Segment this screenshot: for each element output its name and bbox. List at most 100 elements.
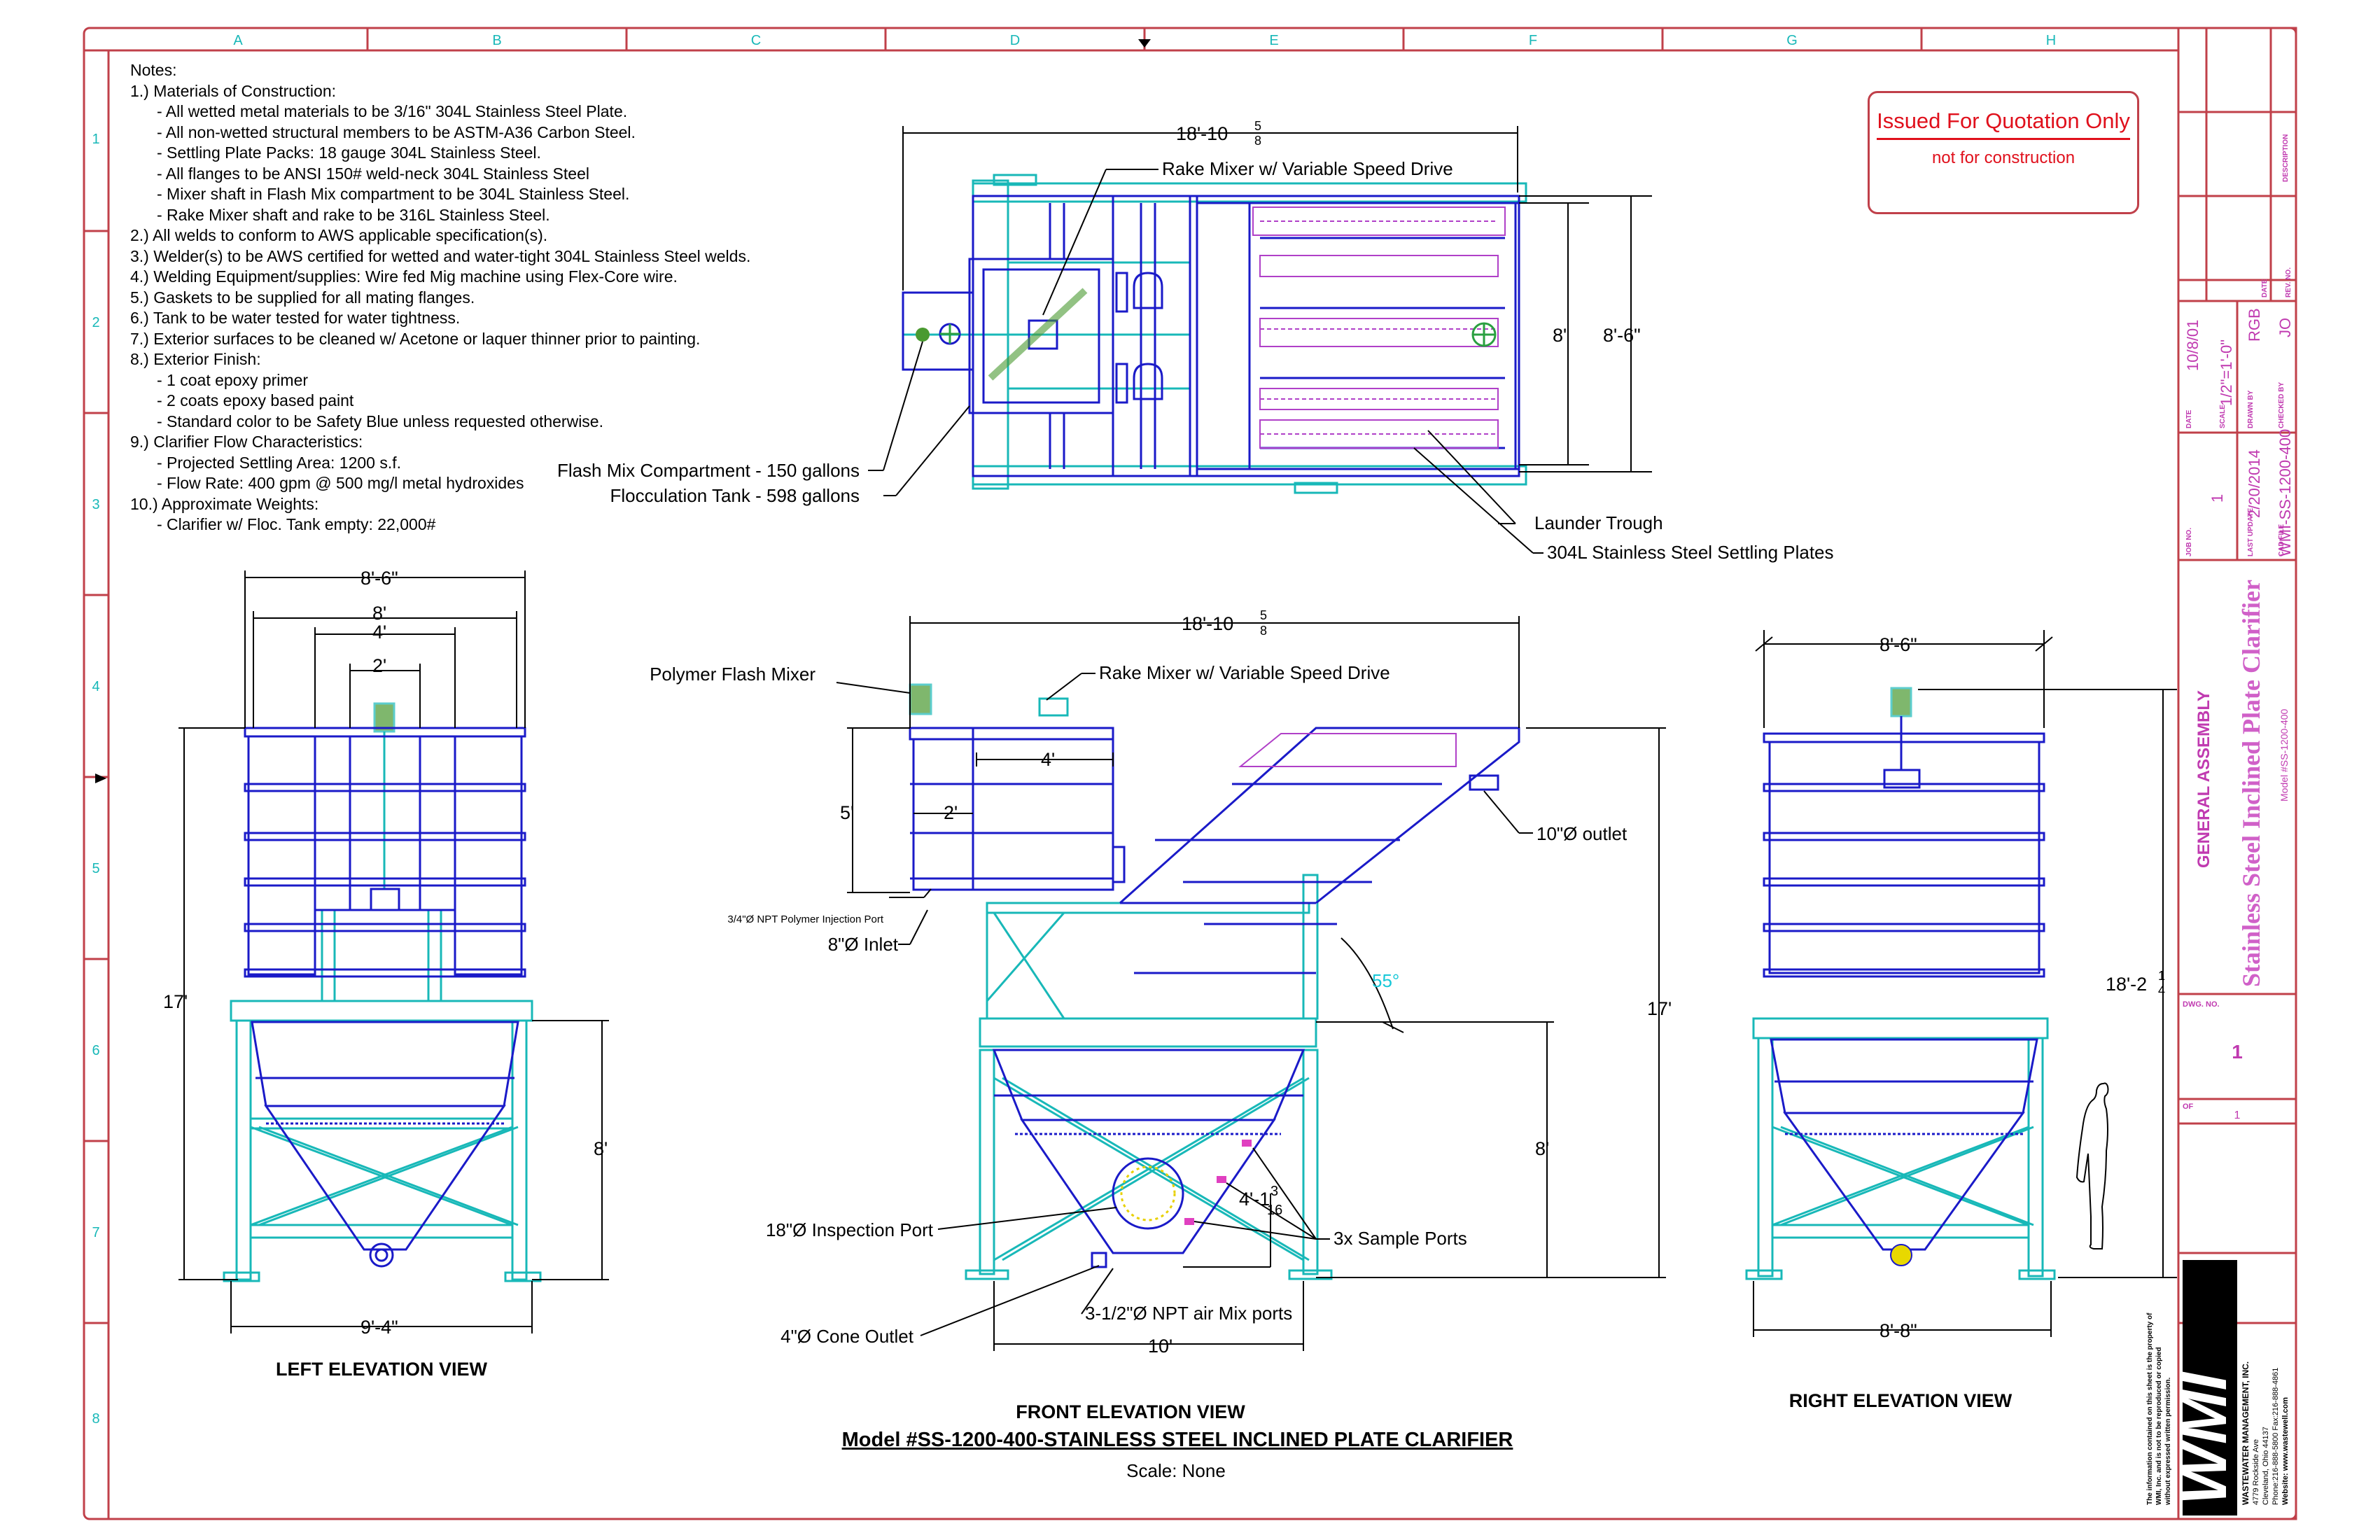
grid-row-label: 8 <box>92 1411 99 1427</box>
grid-col-label: B <box>492 33 501 48</box>
product-title: Stainless Steel Inclined Plate Clarifier <box>2237 580 2265 987</box>
left-width-8-dim: 8' <box>372 603 386 624</box>
note-line: 1.) Materials of Construction: <box>130 81 337 100</box>
right-frame <box>1745 687 2056 1280</box>
left-dimensions <box>178 570 609 1334</box>
of-label: OF <box>2183 1102 2194 1111</box>
note-line: 6.) Tank to be water tested for water ti… <box>130 309 461 327</box>
air-mix-ports-label: 3-1/2"Ø NPT air Mix ports <box>1085 1303 1292 1324</box>
note-line: - All wetted metal materials to be 3/16"… <box>157 102 628 120</box>
right-height-fraction-num: 1 <box>2158 969 2165 983</box>
front-height-dim: 17' <box>1647 998 1672 1019</box>
plan-launder-label: Launder Trough <box>1534 512 1663 533</box>
left-base-dim: 9'-4" <box>360 1317 398 1338</box>
grid-row-label: 3 <box>92 497 99 512</box>
plan-settling-plates <box>1252 206 1506 449</box>
right-view-title: RIGHT ELEVATION VIEW <box>1789 1390 2012 1411</box>
outlet-label: 10"Ø outlet <box>1536 823 1628 844</box>
general-notes: Notes: 1.) Materials of Construction: - … <box>130 60 830 536</box>
job-no-label: JOB NO. <box>2185 528 2193 556</box>
plan-floc-tank-label: Flocculation Tank - 598 gallons <box>610 485 860 506</box>
right-top-width-dim: 8'-6" <box>1879 634 1917 655</box>
front-width-4-dim: 4' <box>1041 749 1055 770</box>
front-dimensions <box>836 616 1666 1351</box>
polymer-port-label: 3/4"Ø NPT Polymer Injection Port <box>727 913 883 925</box>
job-no-value: 1 <box>2208 494 2226 503</box>
note-line: - Clarifier w/ Floc. Tank empty: 22,000# <box>157 515 436 533</box>
cone-outlet-label: 4"Ø Cone Outlet <box>780 1326 914 1347</box>
company-logo: WMI WASTEWATER MANAGEMENT, INC. 4779 Roc… <box>2146 1260 2290 1516</box>
note-line: 5.) Gaskets to be supplied for all matin… <box>130 288 475 307</box>
scale-value: 1/2"=1'-0" <box>2218 340 2235 406</box>
grid-col-label: E <box>1269 33 1278 48</box>
front-length-fraction-num: 5 <box>1260 608 1267 622</box>
right-height-dim: 18'-2 <box>2106 974 2147 995</box>
note-line: - Standard color to be Safety Blue unles… <box>157 412 603 430</box>
plan-length-fraction-num: 5 <box>1254 119 1261 133</box>
plan-mixer <box>916 288 1497 381</box>
sample-port-icon <box>1184 1218 1194 1225</box>
front-launder <box>1238 733 1457 767</box>
checked-by-label: CHECKED BY <box>2278 382 2286 428</box>
note-line: 7.) Exterior surfaces to be cleaned w/ A… <box>130 329 701 348</box>
sample-port-icon <box>1242 1140 1252 1147</box>
date-label: DATE <box>2185 410 2193 428</box>
title-block <box>2178 28 2296 1324</box>
sample-ports-label: 3x Sample Ports <box>1334 1228 1467 1249</box>
plan-dimensions <box>868 126 1652 554</box>
stamp-title: Issued For Quotation Only <box>1877 108 2130 140</box>
inlet-label: 8"Ø Inlet <box>828 934 899 955</box>
company-name: WASTEWATER MANAGEMENT, INC. <box>2241 1362 2250 1505</box>
of-value: 1 <box>2234 1110 2241 1121</box>
front-port-fraction-den: 16 <box>1267 1203 1282 1218</box>
company-phone: Phone:216-888-5800 Fax:216-888-4861 <box>2272 1368 2280 1505</box>
last-update-value: 2/20/2014 <box>2246 449 2263 518</box>
front-view-title: FRONT ELEVATION VIEW <box>1016 1401 1245 1422</box>
front-height-5-dim: 5' <box>840 802 854 823</box>
grid-row-label: 2 <box>92 315 99 330</box>
model-title: Model #SS-1200-400-STAINLESS STEEL INCLI… <box>842 1429 1513 1451</box>
left-width-4-dim: 4' <box>372 622 386 643</box>
note-line: - All flanges to be ANSI 150# weld-neck … <box>157 164 589 183</box>
plan-flash-mix-label: Flash Mix Compartment - 150 gallons <box>557 460 860 481</box>
plan-view: 18'-10 5 8 8' 8'-6" Rake Mixer w/ Variab… <box>557 119 1834 563</box>
right-elevation-view: 8'-6" 18'-2 1 4 8'-8" RIGHT ELEVATION VI… <box>1745 630 2177 1411</box>
front-base-dim: 10' <box>1148 1336 1172 1357</box>
plan-outer-width-dim: 8'-6" <box>1603 325 1641 346</box>
front-overall-length: 18'-10 <box>1182 613 1233 634</box>
note-line: 10.) Approximate Weights: <box>130 494 319 513</box>
left-elevation-view: 8'-6" 8' 4' 2' 17' 8' 9'-4" LEFT ELEVATI… <box>163 568 609 1380</box>
right-height-fraction-den: 4 <box>2158 983 2165 997</box>
front-angle-dim: 55° <box>1372 970 1399 991</box>
note-line: 8.) Exterior Finish: <box>130 350 261 368</box>
company-address: 4779 Rockside Ave <box>2252 1439 2260 1505</box>
cad-file-label: CAD FILE <box>2278 524 2286 556</box>
front-port-fraction-num: 3 <box>1270 1184 1278 1199</box>
front-elevation-view: 18'-10 5 8 4' 5' 2' 17' 8' 10' 55° 4'-1 … <box>650 608 1672 1481</box>
general-assembly: GENERAL ASSEMBLY <box>2194 690 2213 868</box>
grid-row-label: 1 <box>92 132 99 147</box>
front-length-fraction-den: 8 <box>1260 624 1267 638</box>
grid-row-label: 6 <box>92 1043 99 1058</box>
right-base-dim: 8'-8" <box>1879 1320 1917 1341</box>
grid-col-label: C <box>751 33 761 48</box>
grid-references: A B C D E F G H 1 2 3 4 5 6 7 8 <box>92 33 2056 1427</box>
plan-rake-mixer-label: Rake Mixer w/ Variable Speed Drive <box>1162 158 1453 179</box>
left-height-dim: 17' <box>163 991 188 1012</box>
center-mark-icon <box>95 774 106 783</box>
rev-date-header: DATE <box>2261 279 2269 298</box>
checked-by-value: JO <box>2276 318 2294 337</box>
front-width-2-dim: 2' <box>944 802 958 823</box>
sample-port-icon <box>1217 1176 1226 1183</box>
sheet-frame <box>83 27 2297 1520</box>
note-line: - All non-wetted structural members to b… <box>157 122 636 141</box>
right-cone-outlet-icon <box>1890 1244 1912 1266</box>
plan-width-dim: 8' <box>1553 325 1567 346</box>
grid-row-label: 7 <box>92 1225 99 1240</box>
disclaimer-line: WMI, Inc. and is not to be reproduced or… <box>2155 1347 2163 1505</box>
front-port-dim: 4'-1 <box>1239 1189 1270 1210</box>
note-line: - Rake Mixer shaft and rake to be 316L S… <box>157 205 550 224</box>
quotation-stamp: Issued For Quotation Only not for constr… <box>1868 91 2139 214</box>
left-width-2-dim: 2' <box>372 655 386 676</box>
